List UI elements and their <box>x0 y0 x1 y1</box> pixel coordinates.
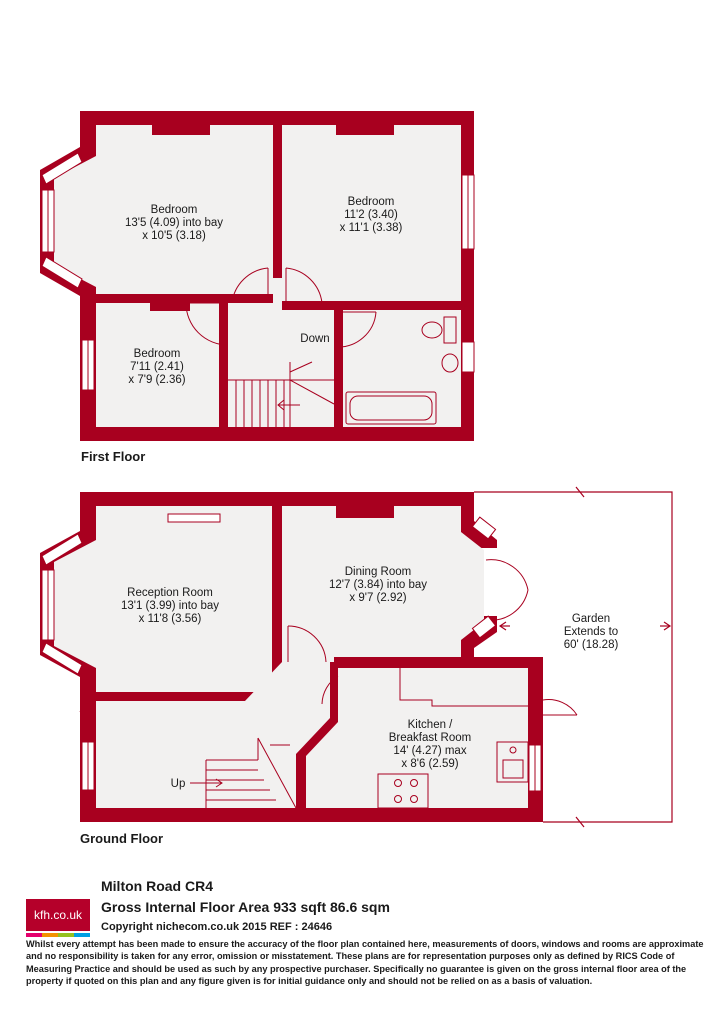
room-dimensions: 14' (4.27) max <box>393 745 466 757</box>
room-dimensions: x 9'7 (2.92) <box>349 592 406 604</box>
room-dimensions: x 10'5 (3.18) <box>142 230 206 242</box>
first-floor-plan <box>40 111 475 441</box>
logo-text: kfh.co.uk <box>26 899 90 931</box>
room-dimensions: x 11'1 (3.38) <box>340 222 403 234</box>
room-dimensions: x 7'9 (2.36) <box>128 374 185 386</box>
ground-floor-title: Ground Floor <box>80 831 163 846</box>
room-dimensions: 7'11 (2.41) <box>130 361 184 373</box>
room-name: Bedroom <box>151 204 198 216</box>
kitchen-fittings <box>377 668 529 809</box>
copyright: Copyright nichecom.co.uk 2015 REF : 2464… <box>101 921 333 933</box>
gross-internal-area: Gross Internal Floor Area 933 sqft 86.6 … <box>101 899 390 915</box>
room-name: Reception Room <box>127 587 213 599</box>
first-floor-bedroom-1 <box>54 125 273 294</box>
first-floor-windows <box>41 152 475 391</box>
ground-floor-reception-room <box>54 506 272 692</box>
ground-floor-hallway <box>96 640 330 808</box>
room-dimensions: x 8'6 (2.59) <box>401 758 458 770</box>
room-dimensions: 13'1 (3.99) into bay <box>121 600 219 612</box>
property-address: Milton Road CR4 <box>101 878 213 894</box>
ground-floor-dining-room <box>282 506 484 662</box>
ground-floor-labels: Reception Room 13'1 (3.99) into bay x 11… <box>80 566 618 846</box>
kfh-logo: kfh.co.uk <box>26 899 90 937</box>
garden-label: Extends to <box>564 626 618 638</box>
first-floor-title: First Floor <box>81 449 145 464</box>
room-dimensions: 13'5 (4.09) into bay <box>125 217 223 229</box>
room-dimensions: 12'7 (3.84) into bay <box>329 579 427 591</box>
room-name: Bedroom <box>134 348 181 360</box>
logo-colour-bar <box>26 933 90 937</box>
room-name: Breakfast Room <box>389 732 471 744</box>
ground-floor-doors <box>79 559 578 716</box>
stairs-label: Up <box>171 778 186 790</box>
room-name: Bedroom <box>348 196 395 208</box>
garden-label: 60' (18.28) <box>564 639 619 651</box>
room-dimensions: x 11'8 (3.56) <box>139 613 202 625</box>
first-floor-stairs <box>228 361 335 427</box>
garden-label: Garden <box>572 613 610 625</box>
disclaimer: Whilst every attempt has been made to en… <box>26 939 704 986</box>
room-dimensions: 11'2 (3.40) <box>344 209 398 221</box>
stairs-label: Down <box>300 333 329 345</box>
first-floor-bedroom-3 <box>96 303 219 427</box>
ground-floor-windows <box>41 513 542 792</box>
first-floor-labels: Bedroom 13'5 (4.09) into bay x 10'5 (3.1… <box>81 196 403 464</box>
floor-plan: Bedroom 13'5 (4.09) into bay x 10'5 (3.1… <box>40 111 673 846</box>
first-floor-bathroom-fittings <box>345 316 459 425</box>
ground-floor-stairs <box>190 737 297 809</box>
first-floor-bedroom-2 <box>282 125 461 301</box>
room-name: Dining Room <box>345 566 411 578</box>
ground-floor-plan <box>40 486 673 828</box>
garden-outline <box>474 486 673 828</box>
first-floor-doors <box>185 267 377 348</box>
room-name: Kitchen / <box>408 719 454 731</box>
